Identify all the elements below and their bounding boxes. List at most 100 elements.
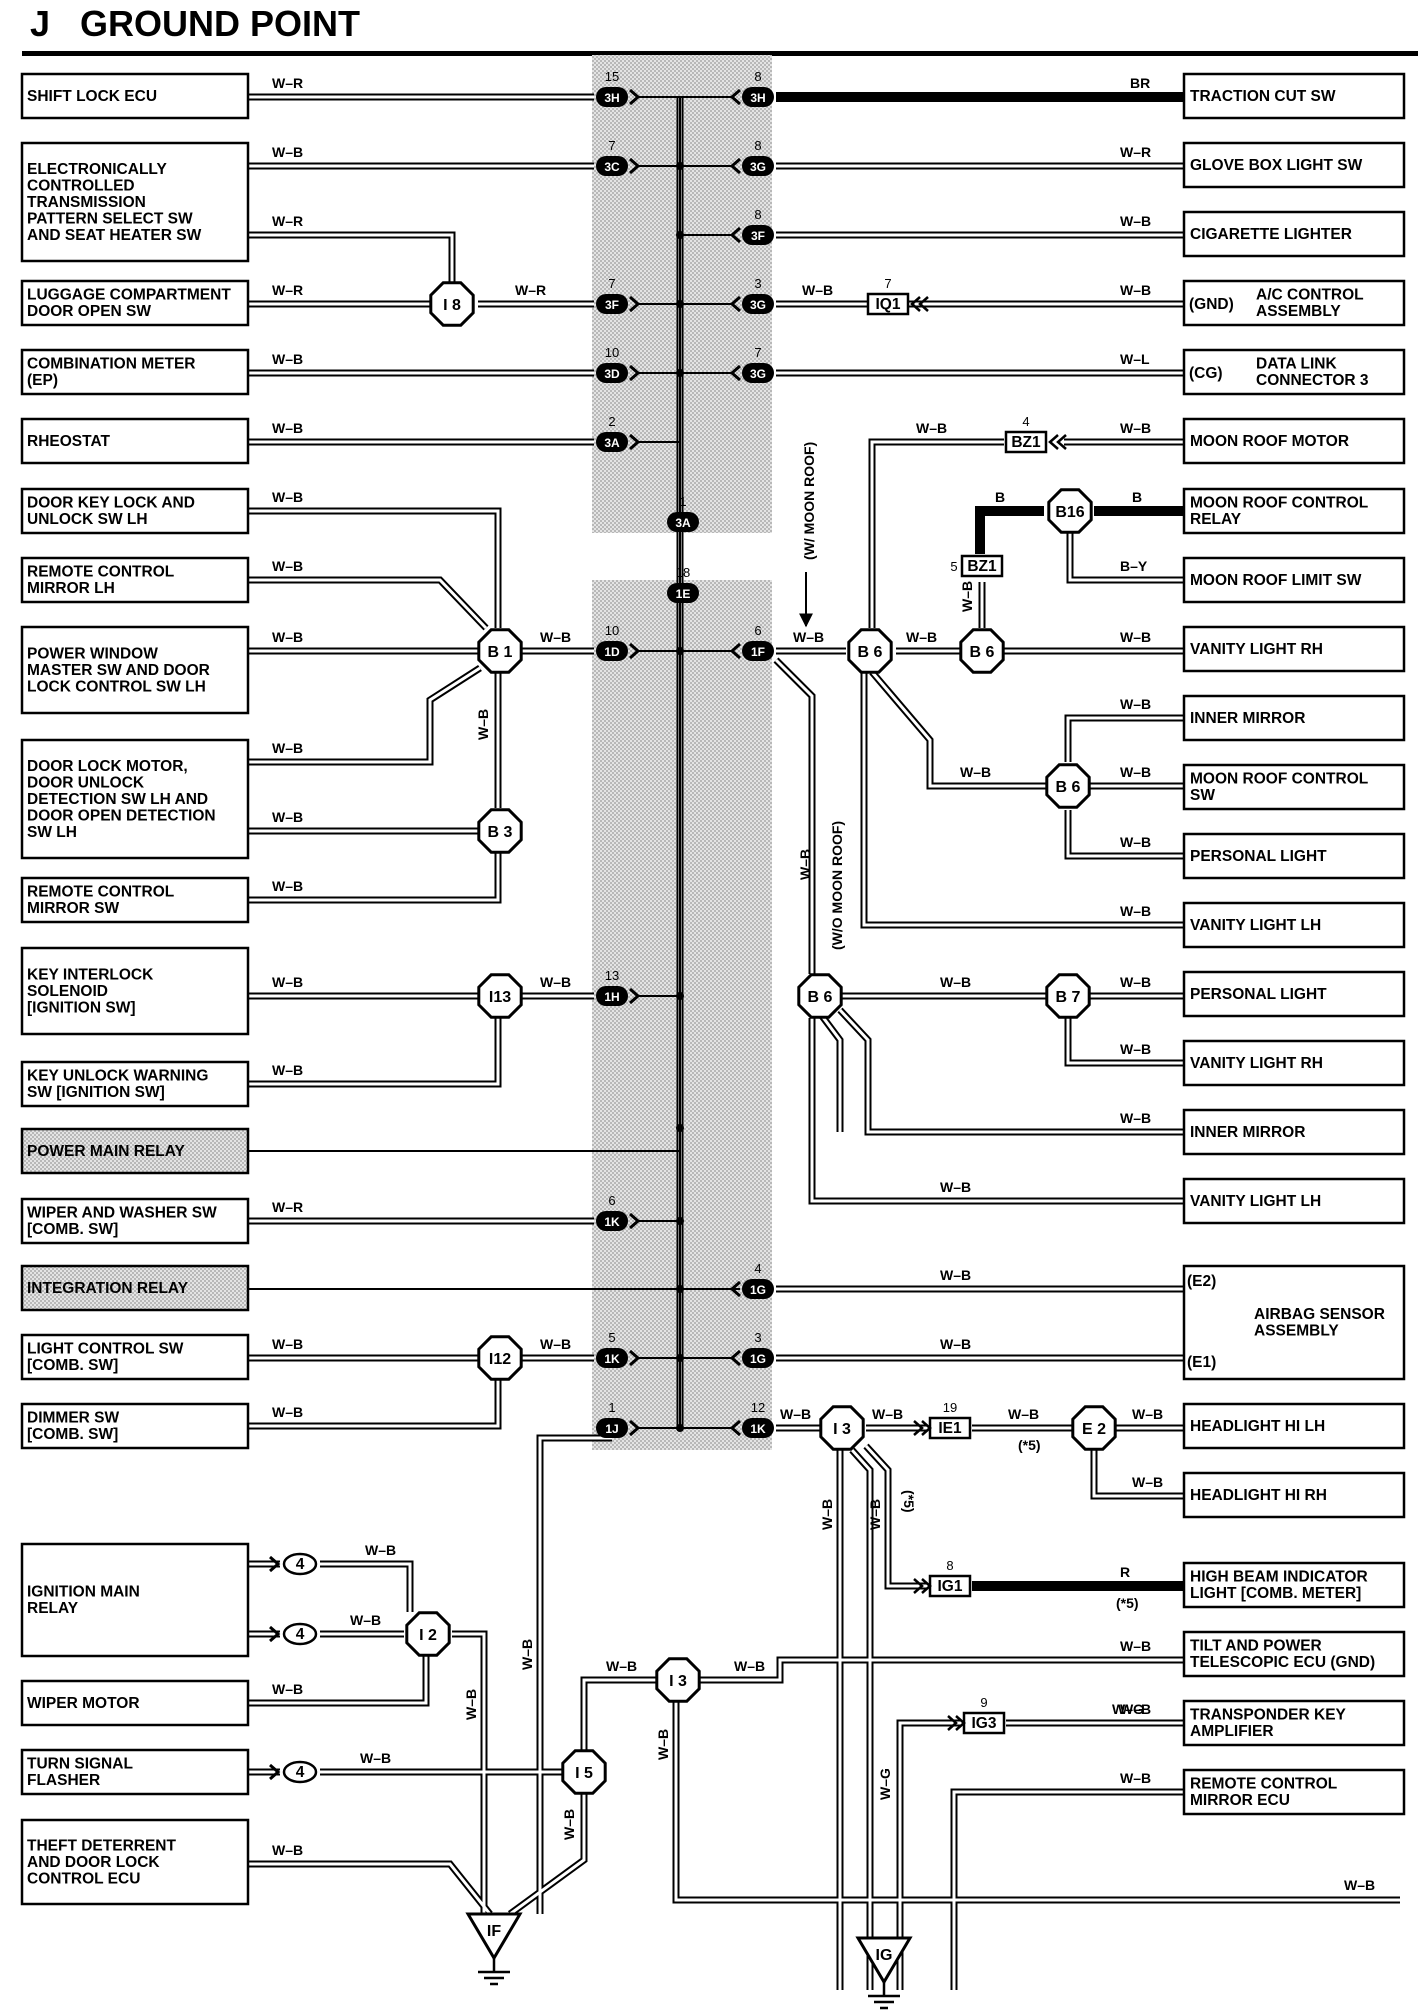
bus-dot — [676, 1354, 684, 1362]
junction-arrow — [729, 226, 741, 244]
junction-j3g3 — [742, 363, 774, 383]
box-pl1 — [1182, 832, 1406, 880]
box-mrcr — [1182, 487, 1406, 535]
box-lugg — [20, 279, 250, 327]
label-kuw: KEY UNLOCK WARNING — [27, 1068, 208, 1085]
wire-color: W–B — [272, 974, 303, 990]
box-wm — [20, 1679, 250, 1727]
wire-hhr-core — [1092, 1450, 1184, 1498]
junction-j3h_r — [742, 87, 774, 107]
label-pl1: PERSONAL LIGHT — [1190, 848, 1327, 865]
wire-i3b-tpt-core — [696, 1658, 1184, 1682]
junction-pin: 13 — [605, 968, 619, 983]
wire-vlrh2-core — [1066, 1018, 1184, 1065]
wire-color: W–B — [793, 629, 824, 645]
splice-label: B 6 — [1056, 779, 1081, 796]
wire-color: W–B — [1132, 1406, 1163, 1422]
junction-j1j — [596, 1418, 628, 1438]
wire-color: W–B — [272, 740, 303, 756]
splice-b16 — [1047, 488, 1093, 534]
wire-color: W–B — [272, 809, 303, 825]
box-wws — [20, 1197, 250, 1245]
junction-j1h — [596, 986, 628, 1006]
wire-color: W–B — [1008, 1406, 1039, 1422]
wire-color: W–R — [272, 75, 303, 91]
wire-color: W–B — [1120, 629, 1151, 645]
junction-code: 3C — [604, 160, 620, 174]
junction-arrow — [729, 1280, 741, 1298]
label-im2: INNER MIRROR — [1190, 1124, 1305, 1141]
splice-label: I 5 — [575, 1765, 593, 1782]
label-intr: INTEGRATION RELAY — [27, 1280, 189, 1297]
splice-label: B 6 — [970, 644, 995, 661]
box-dim — [20, 1402, 250, 1450]
connector-code: BZ1 — [1011, 434, 1041, 451]
junction-j3a1 — [596, 432, 628, 452]
wire-4a-i2-core — [320, 1562, 412, 1612]
wire-color: W–B — [463, 1689, 479, 1720]
junction-code: 1J — [605, 1422, 618, 1436]
label-tsf: TURN SIGNAL — [27, 1756, 133, 1773]
wire-color: W–B — [802, 282, 833, 298]
wire-color: W–B — [360, 1750, 391, 1766]
wire-color: W–B — [1132, 1474, 1163, 1490]
junction-arrow — [629, 1349, 641, 1367]
box-intr — [20, 1264, 250, 1312]
splice-label: I 3 — [669, 1673, 687, 1690]
wire-ig3-ig-core — [898, 1721, 960, 1990]
connector-code: BZ1 — [967, 558, 997, 575]
junction-j3f_r — [742, 225, 774, 245]
wire-color: W–B — [475, 709, 491, 740]
wire-i3b-tpt — [696, 1656, 1184, 1684]
label-igm: RELAY — [27, 1600, 79, 1617]
box-dklock — [20, 487, 250, 535]
splice-label: I12 — [489, 1351, 511, 1368]
label-im1: INNER MIRROR — [1190, 710, 1305, 727]
splice-i2 — [405, 1611, 451, 1657]
splice-i8 — [429, 281, 475, 327]
box-shift — [20, 72, 250, 120]
wire-color: W–B — [272, 629, 303, 645]
wire-color: W–B — [272, 1336, 303, 1352]
wire-i5-if-core — [509, 1794, 586, 1916]
box-tsf — [20, 1748, 250, 1796]
box-pmr — [20, 1127, 250, 1175]
label-pwm: LOCK CONTROL SW LH — [27, 678, 206, 695]
box-kuw — [20, 1060, 250, 1108]
label-dlm: DOOR OPEN DETECTION — [27, 807, 216, 824]
wire-color: W–B — [1344, 1877, 1375, 1893]
splice-label: B 3 — [488, 824, 513, 841]
box-vllh2 — [1182, 1177, 1406, 1225]
connector-4 — [282, 1622, 318, 1646]
chevron-icon — [269, 1625, 281, 1643]
wire-b16-bz1 — [975, 506, 1044, 554]
box-vllh1 — [1182, 901, 1406, 949]
label-kuw: SW [IGNITION SW] — [27, 1084, 165, 1101]
junction-j1e — [667, 583, 699, 603]
label-kis: SOLENOID — [27, 983, 108, 1000]
junction-code: 3A — [604, 436, 620, 450]
box-hhl — [1182, 1402, 1406, 1450]
junction-pin: 10 — [605, 623, 619, 638]
junction-j1d — [596, 641, 628, 661]
wire-color: W–B — [906, 629, 937, 645]
wire-vllh1-core — [862, 672, 1184, 927]
wire-rcme — [950, 1788, 1184, 1990]
label-wws: WIPER AND WASHER SW — [27, 1205, 217, 1222]
label-mrm: MOON ROOF MOTOR — [1190, 433, 1349, 450]
splice-label: I 3 — [833, 1421, 851, 1438]
label-rcme: MIRROR ECU — [1190, 1792, 1290, 1809]
junction-j3c — [596, 156, 628, 176]
label-rcmsw: MIRROR SW — [27, 900, 120, 917]
wire-dklock-core — [248, 509, 500, 628]
wire-color: W–B — [540, 974, 571, 990]
box-lcs — [20, 1333, 250, 1381]
wire-color: W–R — [272, 282, 303, 298]
wire-wo-moon — [773, 657, 816, 974]
junction-code: 1H — [604, 990, 619, 1004]
label-ectps: AND SEAT HEATER SW — [27, 227, 202, 244]
junction-code: 3D — [604, 367, 620, 381]
junction-code: 3G — [750, 367, 766, 381]
chevron-icon — [913, 1578, 932, 1594]
wire-color: W–B — [940, 1336, 971, 1352]
